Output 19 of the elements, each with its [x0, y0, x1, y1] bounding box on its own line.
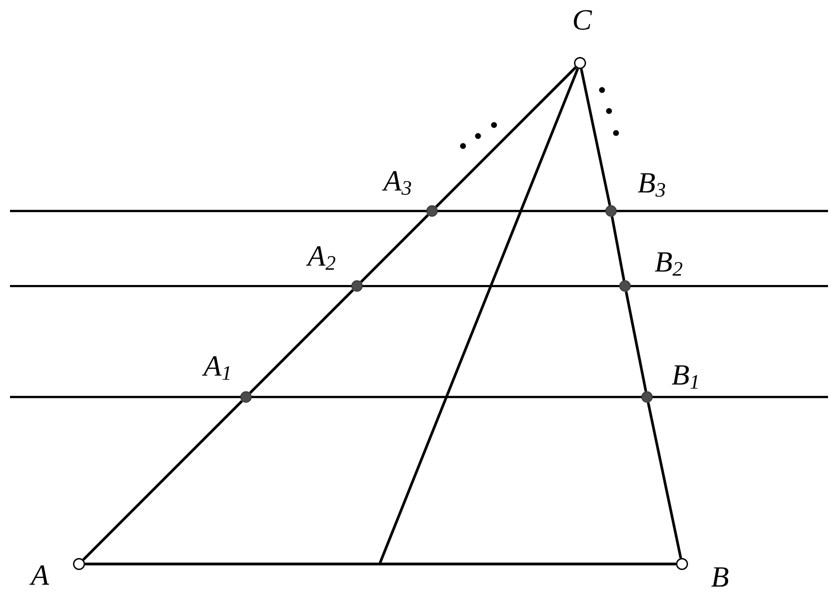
point-label: B$_{3}$	[605, 173, 666, 217]
line-segment	[85, 562, 676, 566]
line-segment	[646, 402, 682, 558]
line-segment	[378, 68, 580, 564]
point-label: B$_{2}$	[619, 252, 682, 292]
line-segment	[624, 291, 648, 392]
line-segment	[82, 400, 243, 561]
line-segment	[360, 214, 429, 283]
point-label: C	[574, 10, 592, 69]
point-label: A	[29, 558, 85, 585]
line-segment	[580, 68, 612, 206]
line-segment	[249, 289, 354, 394]
point-label: A$_{2}$	[306, 246, 363, 292]
point-label: B	[676, 558, 728, 587]
point-label: A$_{1}$	[202, 356, 252, 403]
line-segment	[435, 66, 577, 208]
line-segment	[610, 216, 626, 281]
point-label: B$_{1}$	[641, 365, 698, 403]
point-label: A$_{3}$	[382, 171, 438, 217]
